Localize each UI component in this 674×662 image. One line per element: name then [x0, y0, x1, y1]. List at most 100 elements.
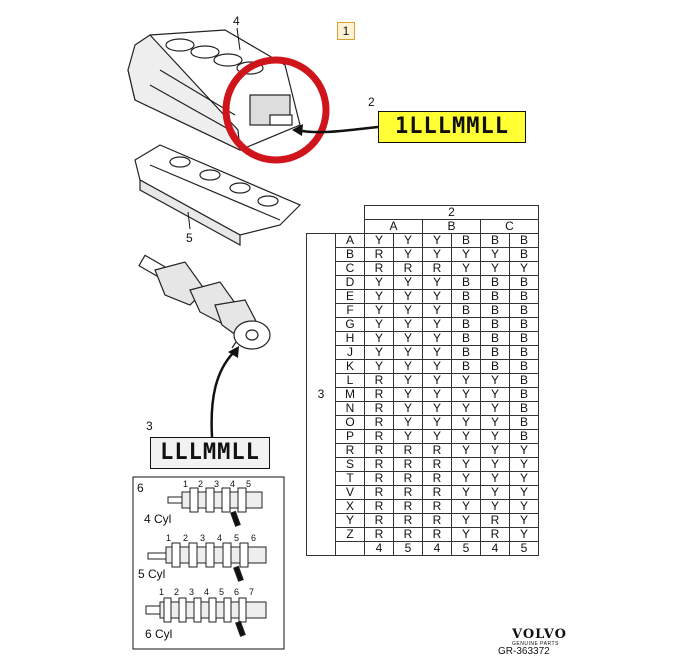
table-cell: R — [393, 471, 423, 486]
arrow-to-block — [295, 125, 379, 134]
table-cell: Y — [480, 373, 510, 388]
table-cell: B — [509, 415, 539, 430]
table-cell: B — [509, 317, 539, 332]
table-cell: Y — [393, 331, 423, 346]
table-cell: R — [364, 261, 394, 276]
table-cell: R — [480, 527, 510, 542]
table-cell: B — [480, 317, 510, 332]
row-letter: H — [335, 331, 365, 346]
row-letter: P — [335, 429, 365, 444]
table-cell: B — [451, 345, 481, 360]
table-cell: B — [480, 289, 510, 304]
table-cell: B — [451, 303, 481, 318]
table-cell: R — [364, 457, 394, 472]
row-letter: T — [335, 471, 365, 486]
table-cell: R — [422, 261, 452, 276]
table-cell: Y — [364, 331, 394, 346]
table-cell: Y — [509, 499, 539, 514]
table-cell: B — [480, 233, 510, 248]
table-cell: R — [422, 471, 452, 486]
table-header-row: 2 — [307, 205, 539, 220]
row-letter: S — [335, 457, 365, 472]
mark: 2 — [198, 479, 204, 489]
crank-code-label: LLLMMLL — [150, 437, 270, 469]
row-letter: G — [335, 317, 365, 332]
table-cell: R — [364, 499, 394, 514]
table-cell: Y — [509, 485, 539, 500]
table-cell: R — [393, 527, 423, 542]
mark: 2 — [183, 533, 189, 543]
table-cell: B — [451, 233, 481, 248]
mark: 4 — [217, 533, 223, 543]
table-cell: Y — [364, 303, 394, 318]
table-cell: Y — [393, 317, 423, 332]
table-cell: Y — [451, 261, 481, 276]
row-letter: E — [335, 289, 365, 304]
engine-block-drawing — [127, 29, 301, 151]
table-cell: Y — [393, 359, 423, 374]
group-header: B — [422, 219, 481, 234]
table-cell: Y — [451, 513, 481, 528]
table-cell: Y — [364, 275, 394, 290]
table-cell: B — [451, 317, 481, 332]
group-header: C — [480, 219, 539, 234]
table-cell: Y — [422, 429, 452, 444]
table-cell: R — [364, 415, 394, 430]
table-cell: B — [480, 275, 510, 290]
row-letter: X — [335, 499, 365, 514]
row-letter: C — [335, 261, 365, 276]
table-cell: B — [509, 387, 539, 402]
table-cell: Y — [480, 429, 510, 444]
variant-5cyl-label: 5 Cyl — [138, 567, 166, 581]
table-cell: Y — [480, 261, 510, 276]
mark: 2 — [174, 587, 180, 597]
table-cell: Y — [393, 401, 423, 416]
table-cell: Y — [480, 457, 510, 472]
table-cell: B — [451, 289, 481, 304]
mark: 4 — [230, 479, 236, 489]
table-cell: Y — [393, 345, 423, 360]
table-cell: Y — [509, 261, 539, 276]
table-cell: Y — [393, 415, 423, 430]
table-cell: B — [480, 345, 510, 360]
row-letter: F — [335, 303, 365, 318]
row-letter: Y — [335, 513, 365, 528]
table-cell: B — [509, 331, 539, 346]
table-cell: Y — [451, 247, 481, 262]
table-cell: R — [364, 247, 394, 262]
mark: 5 — [234, 533, 240, 543]
mark: 1 — [166, 533, 172, 543]
table-cell: Y — [393, 373, 423, 388]
arrow-to-crank — [210, 349, 237, 438]
table-cell: Y — [509, 457, 539, 472]
mark: 5 — [246, 479, 252, 489]
table-cell: R — [422, 513, 452, 528]
table-cell: B — [509, 429, 539, 444]
table-cell: B — [480, 359, 510, 374]
table-cell: Y — [480, 387, 510, 402]
mark: 3 — [214, 479, 220, 489]
brand-logo: VOLVO — [512, 627, 567, 642]
footer-cell: 4 — [422, 541, 452, 556]
table-cell: Y — [451, 457, 481, 472]
table-cell: Y — [451, 443, 481, 458]
mark: 6 — [251, 533, 257, 543]
table-cell: R — [422, 485, 452, 500]
table-cell: R — [364, 443, 394, 458]
row-letter: Z — [335, 527, 365, 542]
table-cell: R — [393, 261, 423, 276]
table-cell: Y — [422, 345, 452, 360]
